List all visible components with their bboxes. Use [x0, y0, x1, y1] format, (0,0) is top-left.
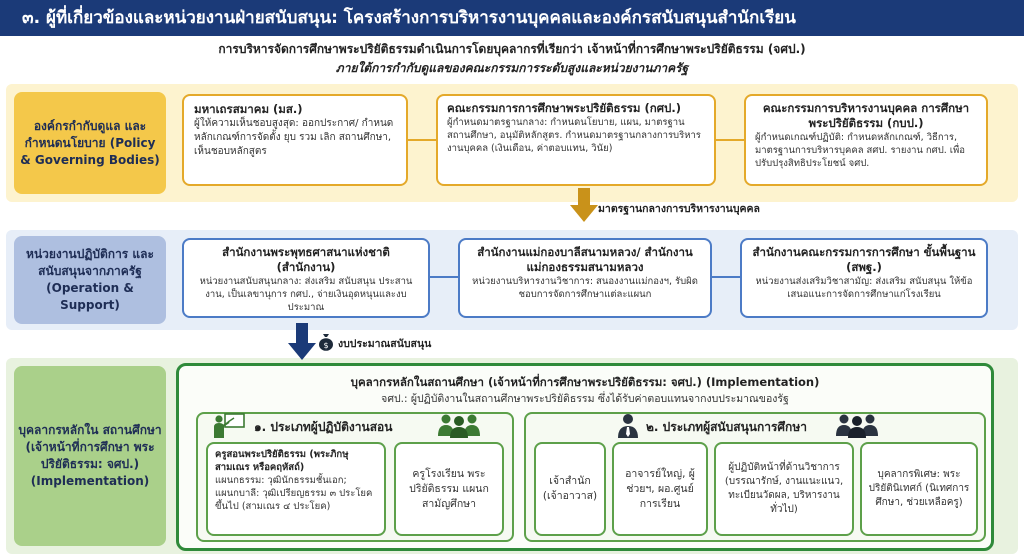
intro-line-1: การบริหารจัดการศึกษาพระปริยัติธรรมดำเนิน…: [218, 42, 806, 56]
box-desc: หน่วยงานบริหารงานวิชาการ: สนองงานแม่กองฯ…: [472, 276, 698, 300]
operation-box-nob: สำนักงานพระพุทธศาสนาแห่งชาติ (สำนักงาน) …: [182, 238, 430, 318]
money-bag-icon: $: [318, 333, 334, 351]
box-desc: หน่วยงานส่งเสริมวิชาสามัญ: ส่งเสริม สนับ…: [755, 276, 973, 300]
box-text: อาจารย์ใหญ่, ผู้ช่วยฯ, ผอ.ศูนย์การเรียน: [625, 467, 695, 510]
person-tie-icon: [616, 412, 640, 438]
box-text: บุคลากรพิเศษ: พระปริยัตินิเทศก์ (นิเทศกา…: [868, 469, 970, 508]
box-title: คณะกรรมการการศึกษาพระปริยัติธรรม (กศป.): [447, 101, 681, 115]
box-desc: ผู้กำหนดมาตรฐานกลาง: กำหนดนโยบาย, แผน, ม…: [447, 117, 701, 154]
intro-line-2: ภายใต้การกำกับดูแลของคณะกรรมการระดับสูงแ…: [335, 61, 689, 75]
box-line: แผนกบาลี: วุฒิเปรียญธรรม ๓ ประโยคขึ้นไป …: [215, 488, 373, 512]
arrow-label-standards: มาตรฐานกลางการบริหารงานบุคคล: [598, 203, 760, 215]
box-line: แผนกธรรม: วุฒินักธรรมชั้นเอก;: [215, 475, 347, 486]
box-title: มหาเถรสมาคม (มส.): [194, 102, 303, 116]
operation-box-maekong: สำนักงานแม่กองบาลีสนามหลวง/ สำนักงานแม่ก…: [458, 238, 712, 318]
box-title: คณะกรรมการบริหารงานบุคคล การศึกษาพระปริย…: [762, 101, 970, 130]
support-staff-title: ๒. ประเภทผู้สนับสนุนการศึกษา: [646, 420, 807, 434]
navy-down-arrow: [288, 323, 316, 360]
principal-box: อาจารย์ใหญ่, ผู้ช่วยฯ, ผอ.ศูนย์การเรียน: [612, 442, 708, 536]
box-desc: ผู้ให้ความเห็นชอบสูงสุด: ออกประกาศ/ กำหน…: [194, 118, 394, 157]
implementation-tier-label: บุคลากรหลักใน สถานศึกษา (เจ้าหน้าที่การศ…: [14, 366, 166, 546]
policy-box-kor-sor-por: คณะกรรมการการศึกษาพระปริยัติธรรม (กศป.) …: [436, 94, 716, 186]
box-text: ผู้ปฏิบัติหน้าที่ด้านวิชาการ (บรรณารักษ์…: [724, 462, 844, 515]
operation-box-obec: สำนักงานคณะกรรมการการศึกษา ขั้นพื้นฐาน (…: [740, 238, 988, 318]
people-group-icon: [436, 412, 482, 438]
arrow-label-budget: งบประมาณสนับสนุน: [338, 338, 432, 350]
box-title: สำนักงานแม่กองบาลีสนามหลวง/ สำนักงานแม่ก…: [477, 245, 693, 274]
supervisor-box: บุคลากรพิเศษ: พระปริยัตินิเทศก์ (นิเทศกา…: [860, 442, 978, 536]
box-title: สำนักงานพระพุทธศาสนาแห่งชาติ (สำนักงาน): [222, 245, 390, 274]
implementation-header: บุคลากรหลักในสถานศึกษา (เจ้าหน้าที่การศึ…: [350, 375, 820, 389]
box-text: ครูโรงเรียน พระปริยัติธรรม แผนกสามัญศึกษ…: [409, 467, 489, 510]
academic-staff-box: ผู้ปฏิบัติหน้าที่ด้านวิชาการ (บรรณารักษ์…: [714, 442, 854, 536]
operation-tier-label: หน่วยงานปฏิบัติการ และสนับสนุนจากภาครัฐ …: [14, 236, 166, 324]
box-title: สำนักงานคณะกรรมการการศึกษา ขั้นพื้นฐาน (…: [752, 245, 976, 274]
box-desc: ผู้กำหนดเกณฑ์ปฏิบัติ: กำหนดหลักเกณฑ์, วิ…: [755, 132, 965, 169]
policy-box-mahatherasamakhom: มหาเถรสมาคม (มส.) ผู้ให้ความเห็นชอบสูงสุ…: [182, 94, 408, 186]
general-education-teacher-box: ครูโรงเรียน พระปริยัติธรรม แผนกสามัญศึกษ…: [394, 442, 504, 536]
page-title-bar: ๓. ผู้ที่เกี่ยวข้องและหน่วยงานฝ่ายสนับสน…: [0, 0, 1024, 36]
people-group-icon: [834, 412, 880, 438]
policy-box-kor-bor-por: คณะกรรมการบริหารงานบุคคล การศึกษาพระปริย…: [744, 94, 988, 186]
box-text: เจ้าสำนัก (เจ้าอาวาส): [542, 475, 598, 502]
implementation-subheader: จศป.: ผู้ปฏิบัติงานในสถานศึกษาพระปริยัติ…: [381, 393, 789, 405]
teaching-staff-title: ๑. ประเภทผู้ปฏิบัติงานสอน: [254, 420, 393, 434]
teacher-pariyatti-box: ครูสอนพระปริยัติธรรม (พระภิกษุ สามเณร หร…: [206, 442, 386, 536]
box-desc: หน่วยงานสนับสนุนกลาง: ส่งเสริม สนับสนุน …: [199, 276, 413, 313]
page-title: ๓. ผู้ที่เกี่ยวข้องและหน่วยงานฝ่ายสนับสน…: [22, 8, 796, 28]
svg-text:$: $: [323, 341, 328, 350]
box-title: ครูสอนพระปริยัติธรรม (พระภิกษุ สามเณร หร…: [215, 449, 349, 473]
policy-tier-label: องค์กรกำกับดูแล และกำหนดนโยบาย (Policy &…: [14, 92, 166, 194]
abbot-box: เจ้าสำนัก (เจ้าอาวาส): [534, 442, 606, 536]
teacher-icon: [212, 412, 246, 440]
intro-text: การบริหารจัดการศึกษาพระปริยัติธรรมดำเนิน…: [0, 40, 1024, 78]
gold-down-arrow: [570, 188, 598, 222]
